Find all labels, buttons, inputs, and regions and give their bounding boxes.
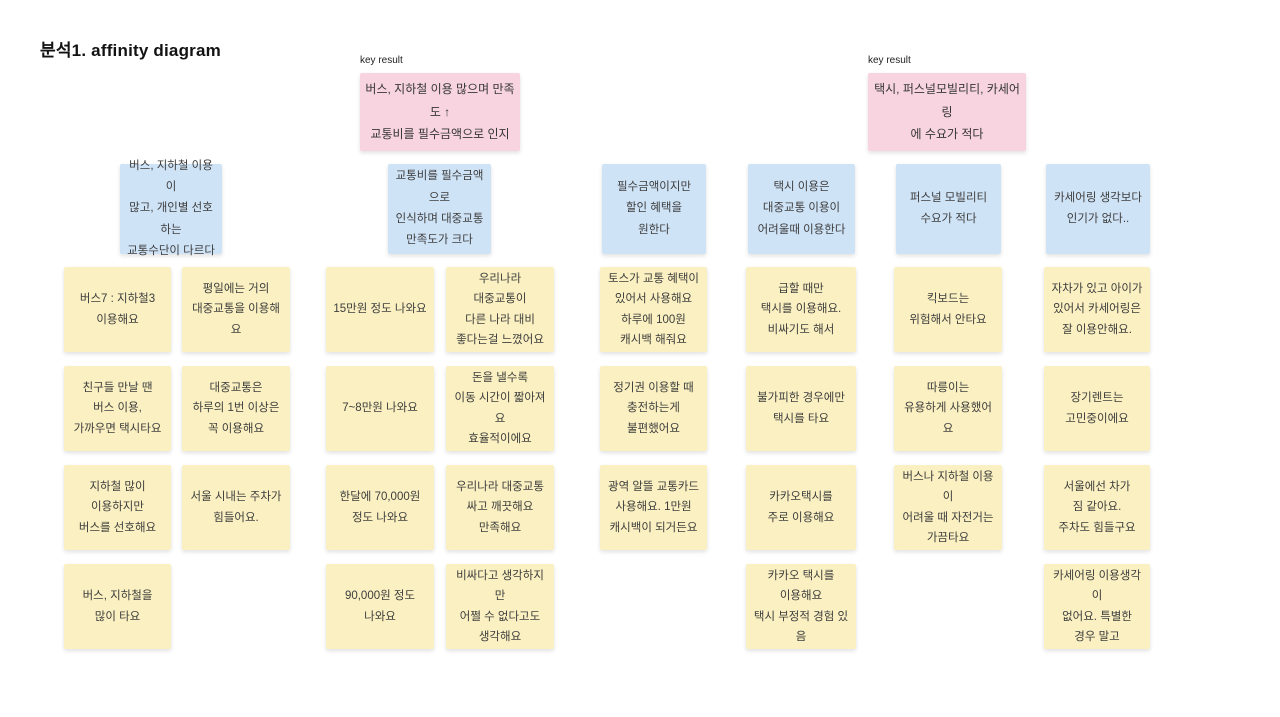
sticky-note[interactable]: 카세어링 이용생각이 없어요. 특별한 경우 말고	[1044, 564, 1150, 649]
key-result-label: key result	[360, 55, 403, 66]
sticky-note[interactable]: 버스, 지하철을 많이 타요	[64, 564, 171, 649]
sticky-note[interactable]: 킥보드는 위험해서 안타요	[894, 267, 1002, 352]
sticky-note[interactable]: 서울 시내는 주차가 힘들어요.	[182, 465, 290, 550]
sticky-note[interactable]: 서울에선 차가 짐 같아요. 주차도 힘들구요	[1044, 465, 1150, 550]
sticky-note[interactable]: 토스가 교통 혜택이 있어서 사용해요 하루에 100원 캐시백 해줘요	[600, 267, 707, 352]
sticky-note[interactable]: 버스나 지하철 이용이 어려울 때 자전거는 가끔타요	[894, 465, 1002, 550]
sticky-note[interactable]: 비싸다고 생각하지만 어쩔 수 없다고도 생각해요	[446, 564, 554, 649]
note-column: 버스7 : 지하철3 이용해요 친구들 만날 땐 버스 이용, 가까우면 택시타…	[64, 267, 171, 649]
sticky-note[interactable]: 불가피한 경우에만 택시를 타요	[746, 366, 856, 451]
note-column: 킥보드는 위험해서 안타요 따릉이는 유용하게 사용했어요 버스나 지하철 이용…	[894, 267, 1002, 550]
key-result-note[interactable]: 택시, 퍼스널모빌리티, 카세어링 에 수요가 적다	[868, 73, 1026, 151]
group-header-note[interactable]: 퍼스널 모빌리티 수요가 적다	[896, 164, 1001, 254]
sticky-note[interactable]: 대중교통은 하루의 1번 이상은 꼭 이용해요	[182, 366, 290, 451]
sticky-note[interactable]: 돈을 낼수록 이동 시간이 짧아져요 효율적이에요	[446, 366, 554, 451]
sticky-note[interactable]: 15만원 정도 나와요	[326, 267, 434, 352]
sticky-note[interactable]: 버스7 : 지하철3 이용해요	[64, 267, 171, 352]
group-header-note[interactable]: 필수금액이지만 할인 혜택을 원한다	[602, 164, 706, 254]
note-column: 15만원 정도 나와요 7~8만원 나와요 한달에 70,000원 정도 나와요…	[326, 267, 434, 649]
sticky-note[interactable]: 자차가 있고 아이가 있어서 카세어링은 잘 이용안해요.	[1044, 267, 1150, 352]
group-header-note[interactable]: 카세어링 생각보다 인기가 없다..	[1046, 164, 1150, 254]
key-result-label: key result	[868, 55, 911, 66]
key-result-note[interactable]: 버스, 지하철 이용 많으며 만족도 ↑ 교통비를 필수금액으로 인지	[360, 73, 520, 151]
note-column: 평일에는 거의 대중교통을 이용해요 대중교통은 하루의 1번 이상은 꼭 이용…	[182, 267, 290, 550]
sticky-note[interactable]: 한달에 70,000원 정도 나와요	[326, 465, 434, 550]
sticky-note[interactable]: 광역 알뜰 교통카드 사용해요. 1만원 캐시백이 되거든요	[600, 465, 707, 550]
sticky-note[interactable]: 우리나라 대중교통 싸고 깨끗해요 만족해요	[446, 465, 554, 550]
sticky-note[interactable]: 친구들 만날 땐 버스 이용, 가까우면 택시타요	[64, 366, 171, 451]
sticky-note[interactable]: 따릉이는 유용하게 사용했어요	[894, 366, 1002, 451]
sticky-note[interactable]: 우리나라 대중교통이 다른 나라 대비 좋다는걸 느꼈어요	[446, 267, 554, 352]
sticky-note[interactable]: 급할 때만 택시를 이용해요. 비싸기도 해서	[746, 267, 856, 352]
note-column: 토스가 교통 혜택이 있어서 사용해요 하루에 100원 캐시백 해줘요 정기권…	[600, 267, 707, 550]
sticky-note[interactable]: 평일에는 거의 대중교통을 이용해요	[182, 267, 290, 352]
note-column: 자차가 있고 아이가 있어서 카세어링은 잘 이용안해요. 장기렌트는 고민중이…	[1044, 267, 1150, 649]
sticky-note[interactable]: 카카오 택시를 이용해요 택시 부정적 경험 있음	[746, 564, 856, 649]
sticky-note[interactable]: 7~8만원 나와요	[326, 366, 434, 451]
sticky-note[interactable]: 90,000원 정도 나와요	[326, 564, 434, 649]
group-header-note[interactable]: 교통비를 필수금액으로 인식하며 대중교통 만족도가 크다	[388, 164, 491, 254]
note-column: 급할 때만 택시를 이용해요. 비싸기도 해서 불가피한 경우에만 택시를 타요…	[746, 267, 856, 649]
group-header-note[interactable]: 버스, 지하철 이용이 많고, 개인별 선호하는 교통수단이 다르다	[120, 160, 222, 257]
sticky-note[interactable]: 카카오택시를 주로 이용해요	[746, 465, 856, 550]
group-header-note[interactable]: 택시 이용은 대중교통 이용이 어려울때 이용한다	[748, 164, 855, 254]
sticky-note[interactable]: 정기권 이용할 때 충전하는게 불편했어요	[600, 366, 707, 451]
sticky-note[interactable]: 지하철 많이 이용하지만 버스를 선호해요	[64, 465, 171, 550]
sticky-note[interactable]: 장기렌트는 고민중이에요	[1044, 366, 1150, 451]
note-column: 우리나라 대중교통이 다른 나라 대비 좋다는걸 느꼈어요 돈을 낼수록 이동 …	[446, 267, 554, 649]
page-title: 분석1. affinity diagram	[40, 41, 221, 60]
